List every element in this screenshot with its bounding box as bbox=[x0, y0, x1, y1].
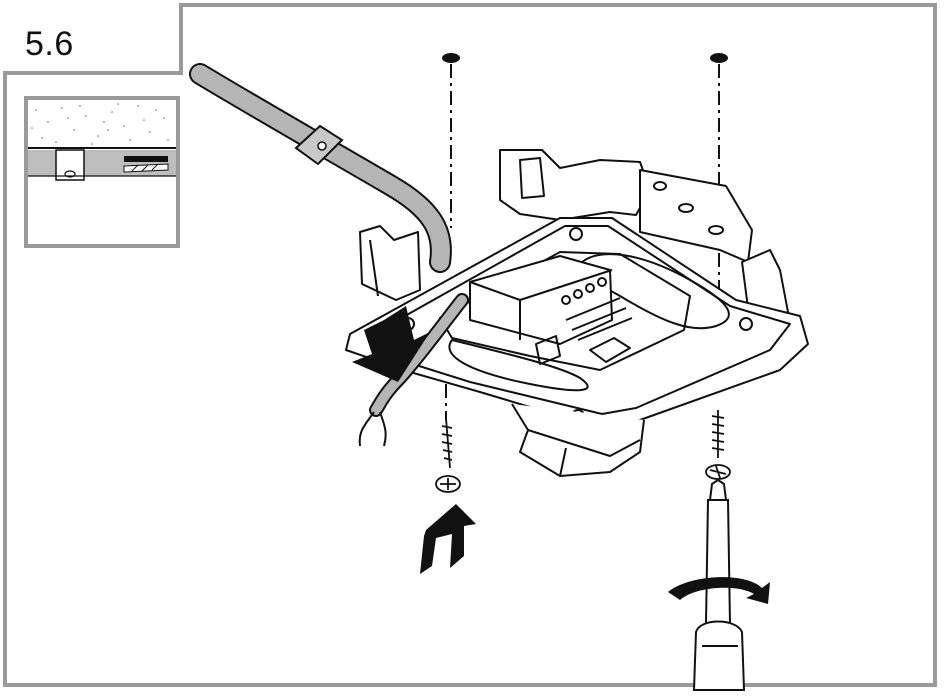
push-arrow-icon bbox=[352, 306, 430, 382]
wire-ends bbox=[358, 411, 387, 447]
rotate-arrow-icon bbox=[668, 577, 770, 604]
mounting-housing bbox=[345, 149, 809, 477]
screw-icon bbox=[435, 417, 461, 493]
ceiling-section-illustration bbox=[28, 100, 176, 181]
cable-clamp bbox=[294, 124, 344, 166]
screwdriver-icon bbox=[692, 478, 746, 691]
lift-arrow-icon bbox=[420, 504, 476, 574]
step-number: 5.6 bbox=[25, 25, 74, 63]
step-number-box: 5.6 bbox=[3, 3, 183, 75]
screw-hole-marker-left bbox=[442, 53, 460, 63]
screw-hole-marker-right bbox=[710, 53, 728, 63]
mains-cable bbox=[191, 65, 450, 271]
right-screw-icon bbox=[705, 410, 731, 480]
ceiling-detail-inset bbox=[24, 96, 180, 248]
